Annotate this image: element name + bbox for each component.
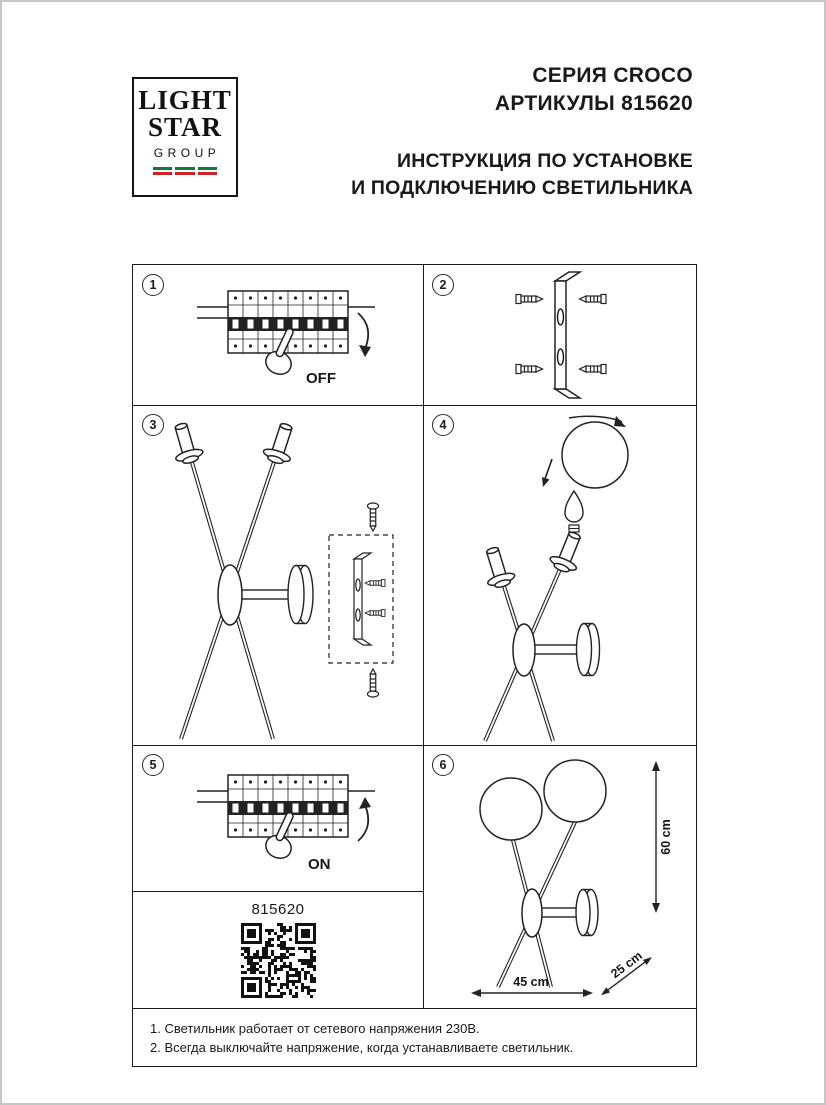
switch-on-arrow-icon <box>357 797 371 842</box>
instruction-title-line1: ИНСТРУКЦИЯ ПО УСТАНОВКЕ <box>396 150 693 172</box>
candle-cup <box>546 527 590 577</box>
candle-bulb <box>564 489 584 533</box>
mount-arm <box>530 644 584 655</box>
step-number-badge: 3 <box>142 414 164 436</box>
step-number-badge: 4 <box>432 414 454 436</box>
screw-icon <box>366 668 380 698</box>
step-number-badge: 2 <box>432 274 454 296</box>
document-header: СЕРИЯ CROCO АРТИКУЛЫ 815620 ИНСТРУКЦИЯ П… <box>351 62 693 202</box>
grid-divider <box>423 265 424 1008</box>
grid-divider <box>133 745 696 746</box>
center-hub <box>521 888 543 938</box>
step-6-panel: 6 <box>423 745 698 1008</box>
switch-off-arrow-icon <box>357 312 371 357</box>
steps-grid: 1 <box>132 264 697 1067</box>
step-number-badge: 5 <box>142 754 164 776</box>
step6-dimensions-diagram: 60 cm 45 cm 25 cm <box>471 759 673 997</box>
glass-globe <box>561 421 629 489</box>
step3-assembly-diagram <box>166 419 394 740</box>
step2-bracket-diagram <box>515 271 607 399</box>
width-dimension-label: 45 cm <box>513 975 548 989</box>
wall-mount-disc <box>575 622 601 677</box>
logo-text-light: LIGHT <box>138 85 232 115</box>
step-number-badge: 1 <box>142 274 164 296</box>
flag-green-stripe <box>153 167 217 170</box>
instruction-title: ИНСТРУКЦИЯ ПО УСТАНОВКЕ И ПОДКЛЮЧЕНИЮ СВ… <box>351 148 693 202</box>
candle-cup <box>260 419 301 468</box>
dimension-arrow-width <box>471 989 593 997</box>
screw-icon <box>578 363 607 375</box>
footnote-line2: 2. Всегда выключайте напряжение, когда у… <box>150 1040 574 1055</box>
screw-icon <box>366 502 380 532</box>
dimension-arrow-depth <box>601 957 652 996</box>
rotation-arrow-icon <box>568 415 626 427</box>
height-dimension-label: 60 cm <box>659 819 673 854</box>
footnotes: 1. Светильник работает от сетевого напря… <box>133 1008 698 1068</box>
step-5-panel: 5 <box>133 745 423 891</box>
articles-title: АРТИКУЛЫ 815620 <box>494 92 693 115</box>
step-number-badge: 6 <box>432 754 454 776</box>
candle-cup <box>477 543 518 592</box>
on-label: ON <box>308 856 331 873</box>
pointing-hand-icon <box>265 327 294 376</box>
logo-flag <box>153 167 217 177</box>
grid-divider <box>133 891 423 892</box>
screw-icon <box>364 609 386 617</box>
step-2-panel: 2 <box>423 265 698 405</box>
dimension-arrow-height <box>652 761 660 913</box>
wall-bracket-small <box>352 552 373 646</box>
grid-divider <box>133 1008 696 1009</box>
wall-bracket <box>552 271 583 399</box>
series-title: СЕРИЯ CROCO <box>532 64 693 87</box>
article-code: 815620 <box>251 901 305 918</box>
grid-divider <box>133 405 696 406</box>
logo-text-star: STAR <box>147 112 223 142</box>
footnote-line1: 1. Светильник работает от сетевого напря… <box>150 1021 480 1036</box>
glass-globe <box>543 759 607 823</box>
glass-globe <box>479 777 543 841</box>
center-hub <box>512 623 536 677</box>
step4-globe-diagram <box>477 415 629 742</box>
dashed-outline <box>328 534 394 664</box>
logo-text-group: GROUP <box>153 146 221 160</box>
step-1-panel: 1 <box>133 265 423 405</box>
step-3-panel: 3 <box>133 405 423 745</box>
center-hub <box>217 564 243 626</box>
pointing-hand-icon <box>265 811 294 860</box>
screw-icon <box>364 579 386 587</box>
screw-icon <box>578 293 607 305</box>
step1-breaker-off-diagram: OFF <box>197 290 375 387</box>
qr-code <box>133 923 423 998</box>
mount-arm <box>237 589 297 600</box>
screw-icon <box>515 293 544 305</box>
qr-panel: 815620 <box>133 891 423 1008</box>
step-4-panel: 4 <box>423 405 698 745</box>
candle-cup <box>166 419 206 468</box>
step5-breaker-on-diagram: ON <box>197 774 375 873</box>
lightstar-logo: LIGHT STAR GROUP <box>132 77 238 197</box>
screw-icon <box>515 363 544 375</box>
off-label: OFF <box>306 370 336 387</box>
instruction-title-line2: И ПОДКЛЮЧЕНИЮ СВЕТИЛЬНИКА <box>351 177 693 199</box>
wall-mount-disc <box>575 888 599 937</box>
flag-red-stripe <box>153 172 217 175</box>
insert-arrow-icon <box>542 458 553 487</box>
wall-mount-disc <box>287 564 314 625</box>
